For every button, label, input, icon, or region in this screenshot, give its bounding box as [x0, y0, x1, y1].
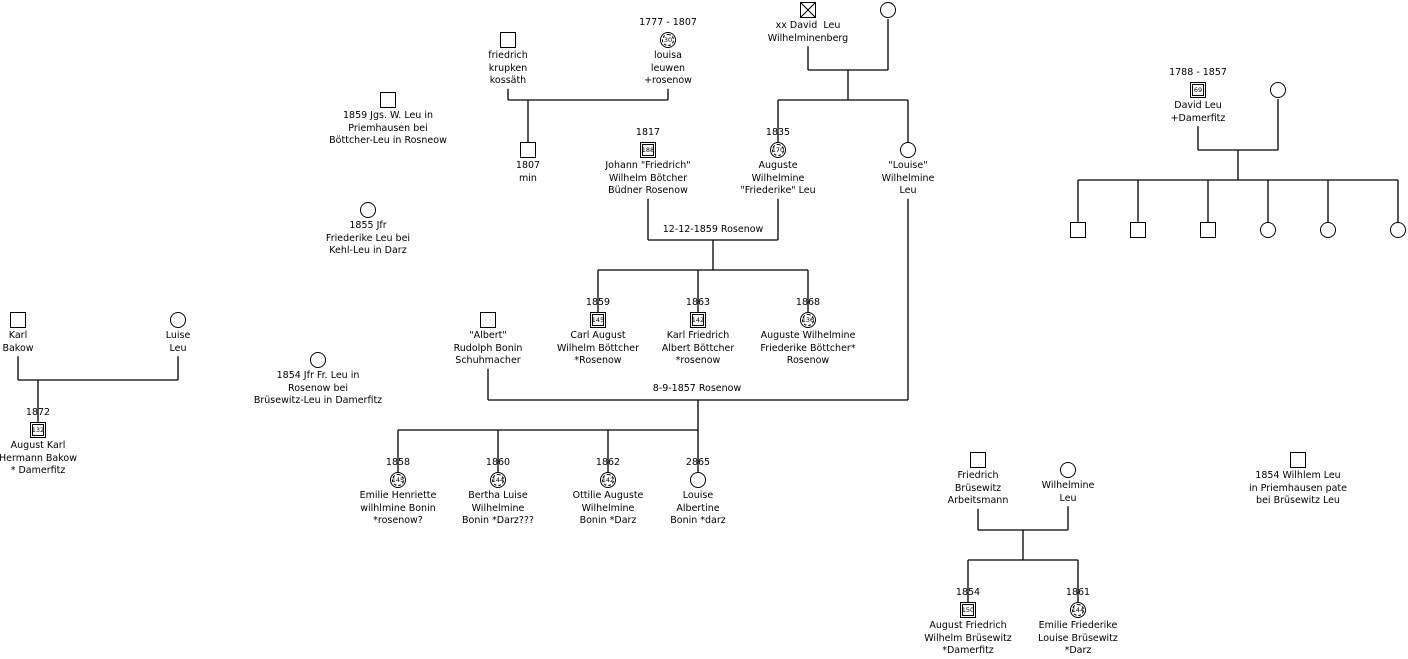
- male-symbol[interactable]: [1070, 222, 1086, 238]
- female-symbol[interactable]: [170, 312, 186, 328]
- person-number: 150: [961, 605, 975, 614]
- male-symbol[interactable]: [480, 312, 496, 328]
- person-label: Bertha Luise Wilhelmine Bonin *Darz???: [462, 490, 534, 527]
- female-symbol[interactable]: 136: [800, 312, 816, 328]
- birth-year: 1860: [485, 457, 511, 468]
- person-number: 144: [1071, 605, 1085, 614]
- marriage-label-bonin-leu: 8-9-1857 Rosenow: [652, 383, 742, 394]
- male-symbol[interactable]: 69: [1190, 82, 1206, 98]
- person-label: Auguste Wilhelmine "Friederike" Leu: [740, 160, 816, 197]
- female-symbol[interactable]: [310, 352, 326, 368]
- female-symbol[interactable]: [1320, 222, 1336, 238]
- person-number: 142: [601, 475, 615, 484]
- birth-year: 1858: [385, 457, 411, 468]
- female-symbol[interactable]: [1270, 82, 1286, 98]
- birth-year: 1861: [1065, 587, 1091, 598]
- person-label: 1855 Jfr Friederike Leu bei Kehl-Leu in …: [325, 220, 411, 257]
- person-label: Louise Albertine Bonin *darz: [670, 490, 726, 527]
- male-symbol[interactable]: [800, 2, 816, 18]
- male-symbol[interactable]: 142: [690, 312, 706, 328]
- person-number: 136: [801, 315, 815, 324]
- person-number: 142: [691, 315, 705, 324]
- person-number: 69: [1193, 85, 1203, 94]
- female-symbol[interactable]: 30: [660, 32, 676, 48]
- person-number: 132: [31, 425, 45, 434]
- female-symbol[interactable]: [900, 142, 916, 158]
- person-label: Karl Bakow: [2, 330, 34, 354]
- male-symbol[interactable]: [380, 92, 396, 108]
- female-symbol[interactable]: [1060, 462, 1076, 478]
- person-label: 1854 Wilhlem Leu in Priemhausen pate bei…: [1248, 470, 1348, 507]
- female-symbol[interactable]: [690, 472, 706, 488]
- person-label: August Karl Hermann Bakow * Damerfitz: [0, 440, 77, 477]
- female-symbol[interactable]: 145: [390, 472, 406, 488]
- female-symbol[interactable]: [360, 202, 376, 218]
- female-symbol[interactable]: [1390, 222, 1406, 238]
- person-number: 188: [641, 145, 655, 154]
- person-number: 30: [663, 35, 673, 44]
- birth-year: 1859: [585, 297, 611, 308]
- person-number: 145: [591, 315, 605, 324]
- male-symbol[interactable]: [1130, 222, 1146, 238]
- birth-year: 1868: [795, 297, 821, 308]
- person-label: Friedrich Brüsewitz Arbeitsmann: [947, 470, 1009, 507]
- female-symbol[interactable]: 144: [490, 472, 506, 488]
- birth-year: 1872: [25, 407, 51, 418]
- birth-year: 1863: [685, 297, 711, 308]
- male-symbol[interactable]: [970, 452, 986, 468]
- male-symbol[interactable]: [500, 32, 516, 48]
- person-label: Wilhelmine Leu: [1041, 480, 1095, 504]
- male-symbol[interactable]: 132: [30, 422, 46, 438]
- male-symbol[interactable]: [1290, 452, 1306, 468]
- person-label: Emilie Henriette wilhlmine Bonin *roseno…: [359, 490, 437, 527]
- birth-year: 1788 - 1857: [1169, 67, 1227, 78]
- person-label: friedrich krupken kossäth: [488, 50, 528, 87]
- male-symbol[interactable]: 145: [590, 312, 606, 328]
- birth-year: 1854: [955, 587, 981, 598]
- person-number: 145: [391, 475, 405, 484]
- birth-year: 1835: [765, 127, 791, 138]
- person-label: 1807 min: [515, 160, 541, 184]
- male-symbol[interactable]: [520, 142, 536, 158]
- person-label: Luise Leu: [165, 330, 191, 354]
- person-label: Karl Friedrich Albert Böttcher *rosenow: [661, 330, 735, 367]
- person-label: "Albert" Rudolph Bonin Schuhmacher: [453, 330, 523, 367]
- person-number: 144: [491, 475, 505, 484]
- marriage-label-boetcher-leu: 12-12-1859 Rosenow: [662, 224, 764, 235]
- male-symbol[interactable]: 150: [960, 602, 976, 618]
- birth-year: 1862: [595, 457, 621, 468]
- male-symbol[interactable]: [10, 312, 26, 328]
- person-label: Carl August Wilhelm Böttcher *Rosenow: [556, 330, 640, 367]
- person-number: 170: [771, 145, 785, 154]
- person-label: Auguste Wilhelmine Friederike Böttcher* …: [760, 330, 856, 367]
- person-label: Ottilie Auguste Wilhelmine Bonin *Darz: [572, 490, 644, 527]
- birth-year: 1777 - 1807: [639, 17, 697, 28]
- person-label: Emilie Friederike Louise Brüsewitz *Darz: [1038, 620, 1118, 657]
- female-symbol[interactable]: 170: [770, 142, 786, 158]
- person-label: louisa leuwen +rosenow: [644, 50, 692, 87]
- male-symbol[interactable]: [1200, 222, 1216, 238]
- birth-year: 2865: [685, 457, 711, 468]
- person-label: 1859 Jgs. W. Leu in Priemhausen bei Bött…: [329, 110, 447, 147]
- person-label: xx David Leu Wilhelminenberg: [767, 20, 849, 44]
- person-label: Johann "Friedrich" Wilhelm Bötcher Büdne…: [605, 160, 691, 197]
- female-symbol[interactable]: [1260, 222, 1276, 238]
- female-symbol[interactable]: [880, 2, 896, 18]
- person-label: David Leu +Damerfitz: [1170, 100, 1226, 124]
- male-symbol[interactable]: 188: [640, 142, 656, 158]
- person-label: August Friedrich Wilhelm Brüsewitz *Dame…: [924, 620, 1012, 657]
- birth-year: 1817: [635, 127, 661, 138]
- person-label: "Louise" Wilhelmine Leu: [881, 160, 935, 197]
- female-symbol[interactable]: 142: [600, 472, 616, 488]
- person-label: 1854 Jfr Fr. Leu in Rosenow bei Brüsewit…: [253, 370, 383, 407]
- female-symbol[interactable]: 144: [1070, 602, 1086, 618]
